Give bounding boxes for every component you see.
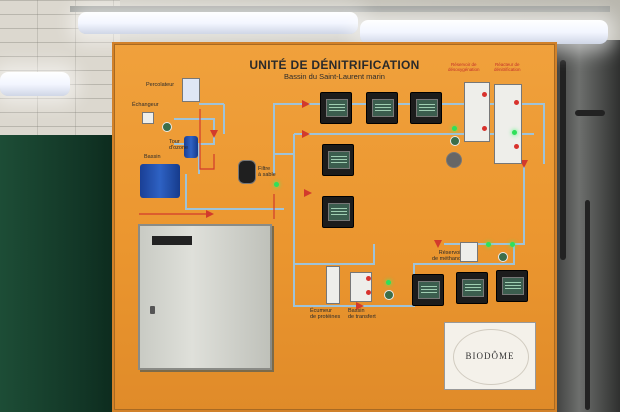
fluorescent-tube [78,12,358,34]
status-light-red [482,92,487,97]
logo-text: BIODÔME [465,351,515,361]
reacteur-denit-unit [494,84,522,164]
vertical-pipe [560,60,566,260]
label-filtre-sable: Filtre à sable [258,166,276,178]
cabinet-latch[interactable] [150,306,155,314]
biodome-logo: BIODÔME [444,322,536,390]
monitor-display [456,272,488,304]
label-reacteur-denit: Réacteur de dénitrification [494,62,521,72]
monitor-display [496,270,528,302]
monitor-display [410,92,442,124]
echangeur-unit [142,112,154,124]
green-wall-section [0,135,118,412]
logo-emblem [453,329,529,385]
light-fixture [70,6,610,12]
status-light-red [482,126,487,131]
electrical-cabinet[interactable] [138,224,272,370]
valve-icon [450,136,460,146]
fluorescent-tube [360,20,608,44]
monitor-display [412,274,444,306]
status-light-green [510,242,515,247]
label-tour-ozone: Tour d'ozone [169,139,189,151]
methanol-tank [460,242,478,262]
status-light-green [452,126,457,131]
filtre-sable-unit [238,160,256,184]
percolateur-unit [182,78,200,102]
status-light-green [486,242,491,247]
fluorescent-tube [0,72,70,96]
label-ecumeur: Écumeur de protéines [310,308,341,320]
vertical-pipe [585,200,590,410]
status-light-green [512,130,517,135]
status-light-red [514,100,519,105]
cabinet-label-plate [152,236,192,245]
status-light-green [386,280,391,285]
label-reservoir-methanol: Réservoir de méthanol [432,250,463,262]
label-echangeur: Échangeur [132,102,159,108]
monitor-display [322,144,354,176]
valve-icon [498,252,508,262]
gauge-dial [446,152,462,168]
control-panel: UNITÉ DE DÉNITRIFICATION Bassin du Saint… [112,42,557,412]
status-light-red [366,290,371,295]
monitor-display [366,92,398,124]
status-light-green [274,182,279,187]
label-bassin: Bassin [144,154,161,160]
bassin-tank [140,164,180,198]
valve-icon [162,122,172,132]
monitor-display [322,196,354,228]
ecumeur-unit [326,266,340,304]
panel-title: UNITÉ DE DÉNITRIFICATION [249,58,420,72]
reservoir-desoxy-unit [464,82,490,142]
tour-ozone-unit [184,136,198,158]
horizontal-pipe [575,110,605,116]
label-percolateur: Percolateur [146,82,175,88]
status-light-red [366,276,371,281]
panel-subtitle: Bassin du Saint-Laurent marin [284,72,385,81]
valve-icon [384,290,394,300]
status-light-red [514,144,519,149]
label-reservoir-desoxy: Réservoir de désoxygénation [448,62,480,72]
monitor-display [320,92,352,124]
label-bassin-transfert: Bassin de transfert [348,308,376,320]
